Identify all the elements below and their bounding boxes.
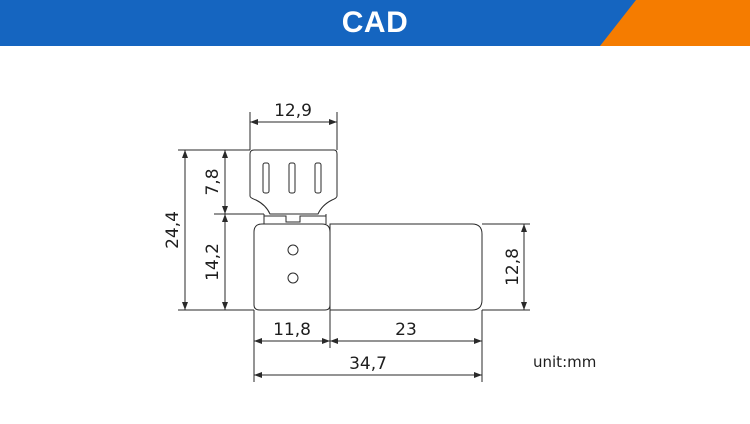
banner-background (0, 0, 750, 46)
housing-hole-upper (287, 244, 299, 256)
housing-hole-lower (287, 272, 299, 284)
dim-label-right-height: 12,8 (503, 248, 523, 286)
dim-label-left-lower: 14,2 (203, 243, 223, 281)
dim-line-bottom-left (254, 338, 330, 344)
tab-slot-middle (288, 162, 296, 194)
dim-line-left-upper (222, 150, 228, 214)
dim-label-bottom-total: 34,7 (349, 354, 387, 374)
dim-label-top-width: 12,9 (274, 101, 312, 121)
dim-label-left-overall: 24,4 (163, 211, 183, 249)
housing-right (329, 223, 483, 311)
tab-neck (263, 214, 327, 224)
dim-line-bottom-right (330, 338, 482, 344)
dim-line-left-lower (222, 214, 228, 310)
dim-line-left-overall (182, 150, 188, 310)
page-title: CAD (341, 6, 409, 39)
tab-slot-right (314, 162, 322, 194)
dim-label-bottom-left: 11,8 (273, 320, 311, 340)
unit-label: unit:mm (533, 353, 596, 371)
housing-left (253, 223, 331, 311)
header-banner: CAD (0, 0, 750, 46)
dim-label-left-upper: 7,8 (203, 168, 223, 195)
tab-slot-left (262, 162, 270, 194)
dim-line-right-height (521, 224, 527, 310)
dim-line-top-width (250, 119, 337, 125)
dim-label-bottom-right: 23 (395, 320, 417, 340)
dim-line-bottom-total (254, 372, 482, 378)
